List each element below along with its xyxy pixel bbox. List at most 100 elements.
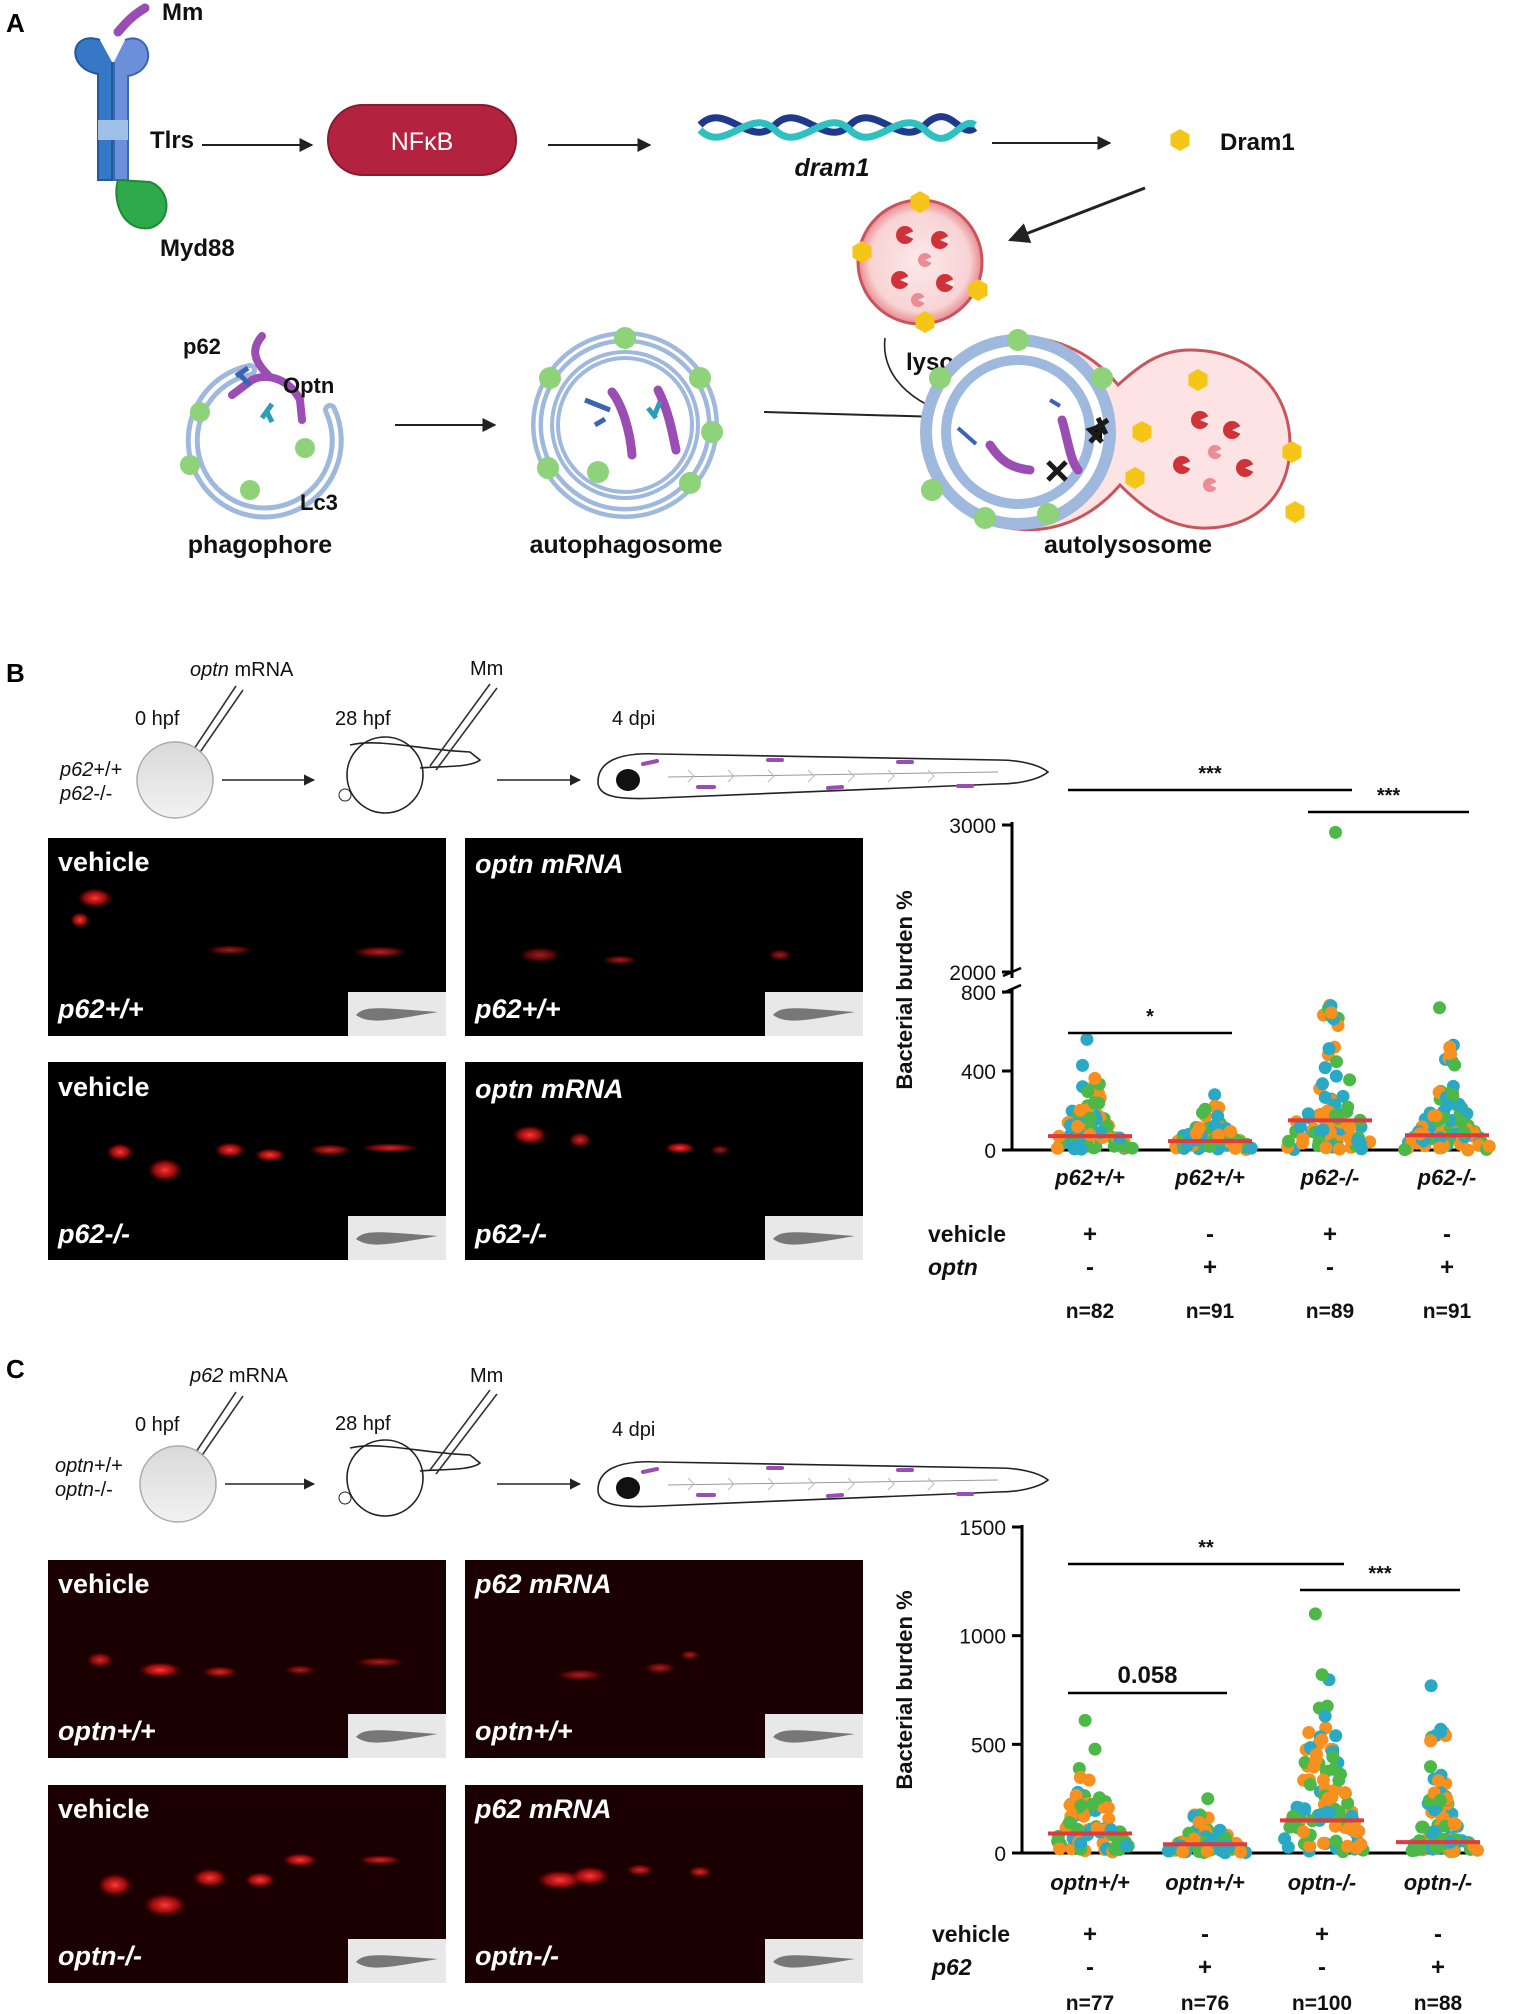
data-point [1283, 1820, 1297, 1834]
phagophore-icon [180, 332, 344, 520]
data-point [1189, 1126, 1203, 1140]
b-image-4-treatment: optn mRNA [475, 1074, 623, 1104]
data-point [1315, 1668, 1329, 1682]
data-point [1350, 1841, 1363, 1855]
b-t1-label: 28 hpf [335, 708, 391, 730]
c-image-2: p62 mRNA optn+/+ [465, 1560, 863, 1758]
y-tick-label: 0 [994, 1843, 1006, 1866]
b-injection-label: optn mRNA [190, 659, 294, 681]
b-image-2: optn mRNA p62+/+ [465, 838, 863, 1036]
data-point [1398, 1143, 1412, 1157]
data-point [1050, 1141, 1064, 1155]
data-point [1316, 1773, 1330, 1787]
panel-c: C p62 mRNA 0 hpf optn+/+ optn-/- 28 hpf … [6, 1354, 1484, 2014]
b-image-4: optn mRNA p62-/- [465, 1062, 863, 1260]
b-image-3-treatment: vehicle [58, 1072, 150, 1102]
treatment-sign: - [1326, 1254, 1334, 1281]
c-image-3-treatment: vehicle [58, 1794, 150, 1824]
data-point [1083, 1111, 1097, 1125]
c-injection-label: p62 mRNA [189, 1365, 288, 1387]
significance-label: *** [1377, 785, 1401, 807]
category-label: p62+/+ [1054, 1165, 1125, 1190]
b-image-3: vehicle p62-/- [48, 1062, 446, 1260]
n-label: n=91 [1423, 1300, 1472, 1323]
data-point [1082, 1773, 1096, 1787]
b-embryo-icon [136, 741, 214, 819]
data-point [1067, 1142, 1081, 1156]
data-point [1201, 1792, 1215, 1806]
data-point [1310, 1747, 1323, 1761]
significance-label: *** [1368, 1563, 1392, 1585]
b-geno1-label: p62+/+ [59, 759, 122, 781]
b-image-1-genotype: p62+/+ [57, 994, 144, 1024]
category-label: optn-/- [1288, 1870, 1356, 1895]
data-point [1482, 1139, 1496, 1153]
data-point [1244, 1141, 1258, 1155]
mm-label: Mm [162, 0, 203, 26]
data-point [1332, 1773, 1346, 1787]
data-point [1415, 1820, 1429, 1834]
data-point [1336, 1089, 1350, 1103]
data-point [1329, 1834, 1343, 1848]
data-point [1341, 1796, 1355, 1810]
data-point [1234, 1845, 1248, 1859]
data-point [1326, 1750, 1340, 1764]
vehicle-sign: - [1206, 1221, 1214, 1248]
data-point [1069, 1788, 1083, 1802]
vehicle-sign: + [1083, 1221, 1097, 1248]
c-image-1: vehicle optn+/+ [48, 1560, 446, 1758]
y-tick-label: 800 [961, 982, 996, 1005]
data-point [1088, 1071, 1102, 1085]
arrow-dram1-lysosome [1008, 186, 1146, 244]
data-point [1341, 1100, 1355, 1114]
data-point [1319, 1141, 1333, 1155]
data-point [1316, 1077, 1329, 1091]
y-tick-label: 2000 [949, 962, 996, 985]
b-t2-label: 4 dpi [612, 708, 655, 730]
chart-c-significance: *****0.058 [1068, 1537, 1460, 1695]
b-image-2-treatment: optn mRNA [475, 849, 623, 879]
data-point [1224, 1125, 1237, 1138]
data-point [1351, 1134, 1365, 1148]
c-geno2-label: optn-/- [55, 1479, 113, 1501]
n-label: n=89 [1306, 1300, 1354, 1323]
n-label: n=77 [1066, 1992, 1114, 2014]
category-label: p62-/- [1300, 1165, 1360, 1190]
b-image-3-genotype: p62-/- [57, 1219, 130, 1249]
nfkb-capsule [327, 104, 517, 176]
data-point [1434, 1725, 1447, 1739]
data-point [1332, 1142, 1346, 1156]
treatment-sign: + [1431, 1954, 1445, 1981]
treatment-sign: + [1440, 1254, 1454, 1281]
chart-c-ylabel: Bacterial burden % [892, 1590, 917, 1789]
phagophore-label: phagophore [188, 531, 333, 559]
c-28hpf-embryo-icon [338, 1439, 482, 1517]
data-point [1076, 1058, 1089, 1072]
data-point [1200, 1844, 1214, 1858]
data-point [1296, 1136, 1309, 1150]
data-point [1424, 1760, 1437, 1774]
c-t2-label: 4 dpi [612, 1419, 655, 1441]
data-point [1338, 1786, 1352, 1800]
data-point [1343, 1120, 1357, 1134]
chart-b-treatment-row-label: optn [928, 1254, 978, 1280]
data-point [1324, 1006, 1338, 1020]
y-tick-label: 1000 [959, 1626, 1006, 1649]
chart-b-categories: p62+/++-n=82p62+/+-+n=91p62-/-+-n=89p62-… [1054, 1165, 1476, 1323]
c-image-2-treatment: p62 mRNA [474, 1569, 612, 1599]
b-image-1-treatment: vehicle [58, 847, 150, 877]
nfkb-label: NFκB [391, 128, 454, 156]
data-point [1301, 1107, 1315, 1121]
dna-helix-icon [697, 113, 978, 142]
data-point [1303, 1778, 1317, 1791]
data-point [1081, 1085, 1095, 1098]
category-label: optn-/- [1404, 1870, 1472, 1895]
chart-c-treatment-row-label: p62 [931, 1954, 972, 1980]
data-point [1053, 1842, 1066, 1856]
treatment-sign: + [1203, 1254, 1217, 1281]
tlrs-label: Tlrs [150, 127, 194, 154]
data-point [1318, 1090, 1332, 1104]
